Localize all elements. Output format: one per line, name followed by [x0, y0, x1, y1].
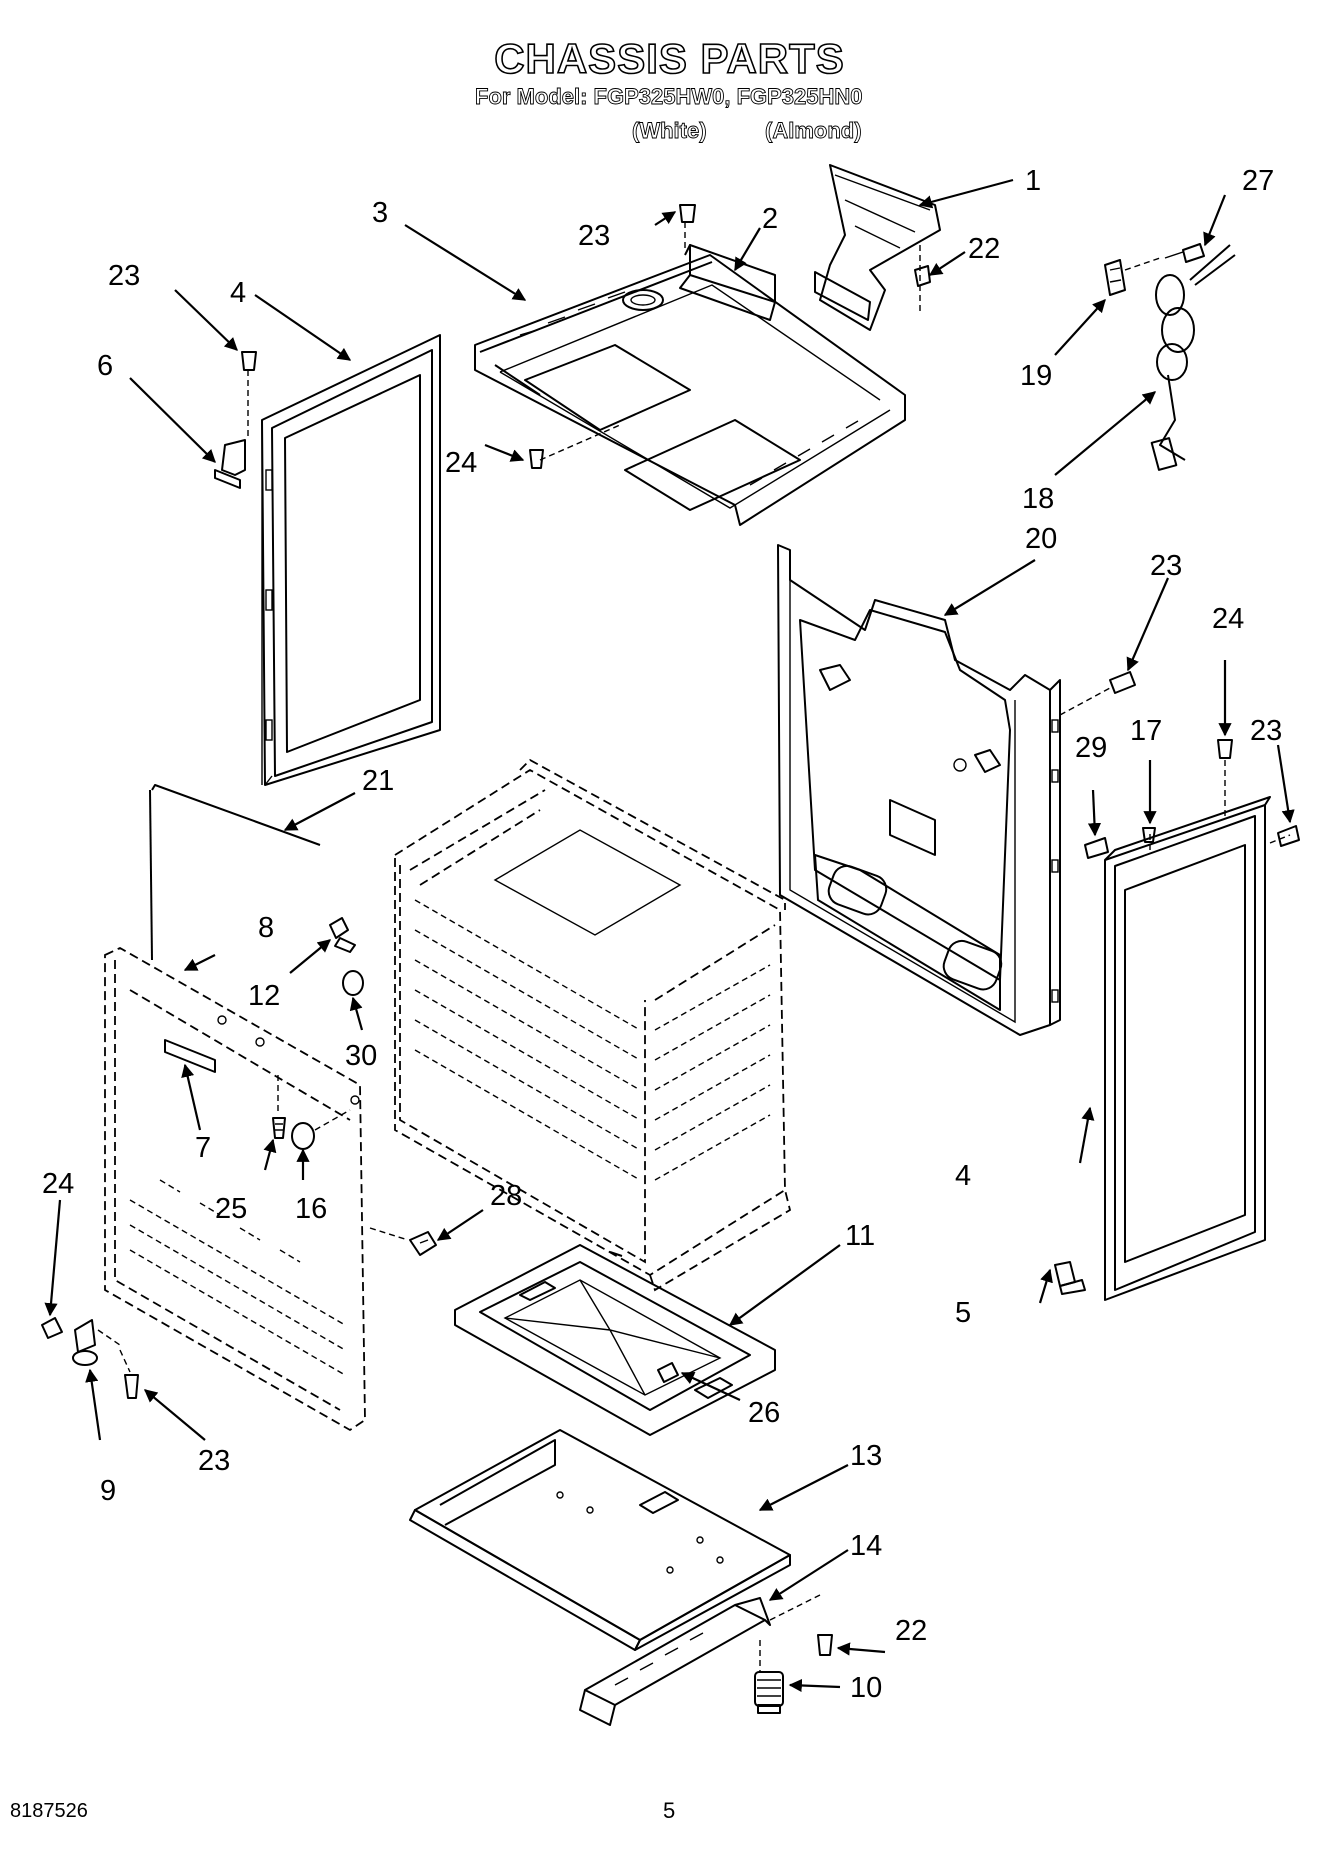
callout-17: 17 [1130, 715, 1162, 747]
callout-20: 20 [1025, 523, 1057, 555]
part-20-rear-panel [777, 544, 1111, 1036]
callout-23-upper-left: 23 [108, 260, 140, 292]
part-3-top-frame [474, 254, 906, 526]
page-title: CHASSIS PARTS [493, 35, 845, 82]
part-24-screw-left [41, 1317, 63, 1339]
callout-14: 14 [850, 1530, 882, 1562]
callout-1: 1 [1025, 165, 1041, 197]
callout-27: 27 [1242, 165, 1274, 197]
part-18-power-cord [1150, 244, 1236, 471]
callout-22-lower: 22 [895, 1615, 927, 1647]
callout-23-right: 23 [1250, 715, 1282, 747]
callout-19: 19 [1020, 360, 1052, 392]
part-29-screw [1084, 837, 1109, 859]
callout-30: 30 [345, 1040, 377, 1072]
part-19-clip [1104, 259, 1126, 296]
part-23-screw-right [1277, 825, 1300, 847]
callout-10: 10 [850, 1672, 882, 1704]
callout-13: 13 [850, 1440, 882, 1472]
callout-5: 5 [955, 1297, 971, 1329]
part-27-screw [1124, 243, 1205, 271]
part-23-screw-bottom-left [119, 1349, 139, 1399]
callout-28: 28 [490, 1180, 522, 1212]
callout-22-upper: 22 [968, 233, 1000, 265]
model-note-almond: (Almond) [765, 118, 862, 143]
callout-4-left: 4 [230, 277, 246, 309]
part-14-leg-bracket [579, 1594, 821, 1726]
callout-26: 26 [748, 1397, 780, 1429]
callout-24-right: 24 [1212, 603, 1244, 635]
callout-24-left: 24 [42, 1168, 74, 1200]
callout-9: 9 [100, 1475, 116, 1507]
leader-lines [44, 178, 1295, 1693]
part-12-clip [329, 917, 356, 953]
part-23-screw-rear [1109, 671, 1136, 694]
callout-2: 2 [762, 203, 778, 235]
callout-23-lower-left: 23 [198, 1445, 230, 1477]
callout-7: 7 [195, 1132, 211, 1164]
part-4-right-side-panel [1104, 760, 1291, 1301]
callout-24-top-frame: 24 [445, 447, 477, 479]
part-13-bottom-panel [409, 1429, 791, 1651]
part-23-screw-upper-left [241, 351, 257, 371]
part-8-front-frame [104, 946, 366, 1432]
part-16-plug [291, 1109, 351, 1150]
model-line: For Model: FGP325HW0, FGP325HN0 [475, 84, 863, 109]
part-5-clip [1054, 1261, 1086, 1295]
document-number: 8187526 [10, 1800, 88, 1822]
callout-21: 21 [362, 765, 394, 797]
callout-23-top: 23 [578, 220, 610, 252]
callout-4-right: 4 [955, 1160, 971, 1192]
part-22-screw-upper [914, 265, 931, 287]
oven-cavity [394, 758, 792, 1292]
page-number: 5 [663, 1798, 676, 1823]
callout-18: 18 [1022, 483, 1054, 515]
part-25-screw [272, 1075, 286, 1139]
part-2-bracket [679, 222, 776, 321]
part-28-screw [369, 1227, 437, 1256]
part-24-screw-top-frame [529, 449, 544, 469]
part-24-screw-right [1217, 739, 1233, 759]
callout-labels: 1 2 3 4 4 5 6 7 8 9 10 11 12 13 14 16 17… [42, 165, 1282, 1704]
model-note-white: (White) [632, 118, 707, 143]
callout-11: 11 [845, 1220, 875, 1252]
callout-8: 8 [258, 912, 274, 944]
part-17-screw [1142, 827, 1156, 843]
callout-16: 16 [295, 1193, 327, 1225]
part-11-broiler-pan [454, 1244, 776, 1436]
part-9-leg [72, 1319, 121, 1366]
part-21-seal [149, 784, 321, 961]
part-30-plug [342, 970, 364, 996]
callout-12: 12 [248, 980, 280, 1012]
callout-6: 6 [97, 350, 113, 382]
part-22-screw-bottom [817, 1634, 833, 1656]
part-6-clip [214, 370, 249, 489]
callout-29: 29 [1075, 732, 1107, 764]
callout-25: 25 [215, 1193, 247, 1225]
part-1-vent-duct [814, 164, 941, 331]
part-4-left-side-panel [261, 334, 441, 786]
part-23-screw-top [679, 204, 696, 223]
part-10-leveling-leg [754, 1671, 784, 1714]
part-26-screw [657, 1362, 679, 1383]
callout-23-rear: 23 [1150, 550, 1182, 582]
callout-3: 3 [372, 197, 388, 229]
